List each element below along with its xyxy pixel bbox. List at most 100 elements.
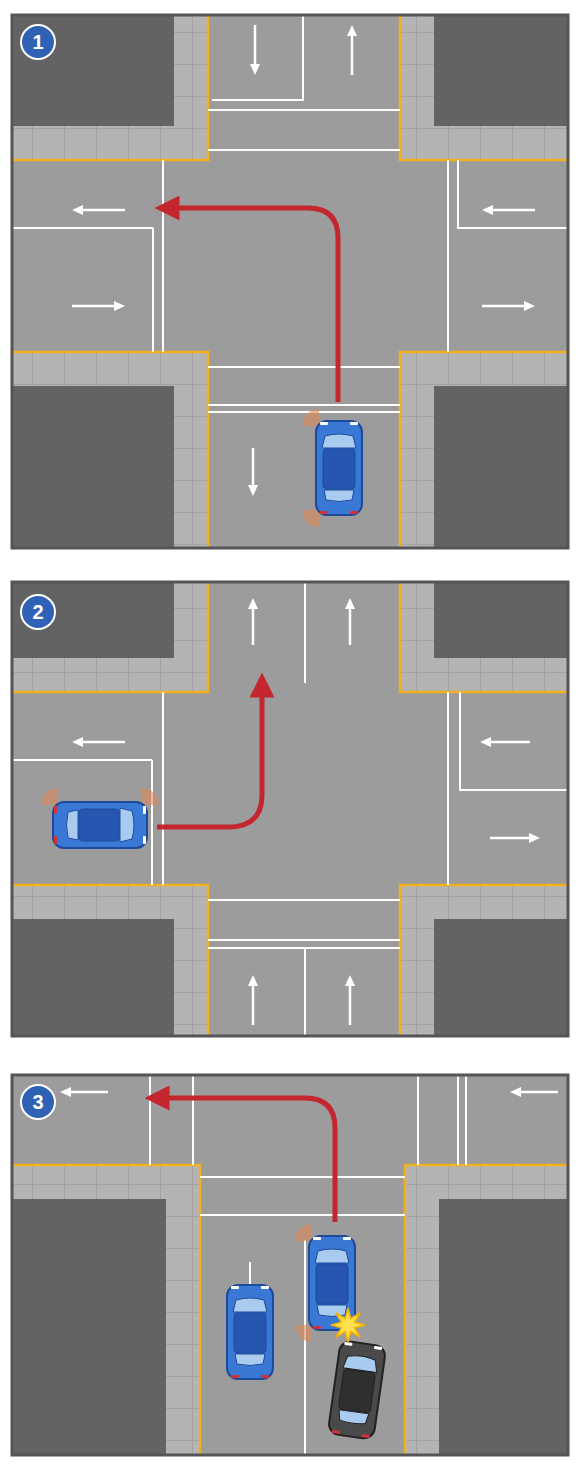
car-taillight (320, 511, 328, 514)
car-taillight (54, 836, 57, 844)
callout-badge (21, 1085, 55, 1119)
car-body (227, 1285, 273, 1379)
car-roof (338, 1369, 375, 1413)
car-headlight (343, 1237, 351, 1240)
sensor-arc (41, 788, 58, 805)
lane-arrow-shaft (83, 209, 125, 212)
car-headlight (313, 1237, 321, 1240)
lane-marking (465, 1075, 467, 1165)
sidewalk (12, 658, 568, 919)
sensor-arc (295, 1224, 312, 1241)
lane-arrow-head (250, 64, 260, 75)
sensor-arc (295, 1325, 312, 1342)
lane-arrow-shaft (71, 1091, 108, 1094)
car-taillight (313, 1326, 321, 1329)
car-body (328, 1340, 387, 1439)
callout-badge (21, 25, 55, 59)
car-rear-window (337, 1410, 368, 1426)
lane-arrow-head (345, 598, 355, 609)
blue-car (302, 409, 362, 527)
curb-line (400, 582, 568, 692)
car-roof (79, 809, 119, 841)
car-headlight (344, 1342, 352, 1346)
callout-number: 3 (21, 1085, 55, 1119)
intersection-panel (12, 582, 568, 1036)
sidewalk (12, 126, 568, 386)
collision-star (331, 1308, 365, 1342)
car-headlight (143, 806, 146, 814)
lane-marking (447, 160, 449, 352)
car-roof (234, 1313, 266, 1353)
lane-arrow-head (482, 205, 493, 215)
lane-marking (458, 160, 568, 228)
lane-arrow-shaft (493, 209, 535, 212)
lane-arrow-head (345, 975, 355, 986)
route-arrow (162, 1098, 335, 1222)
car-roof (323, 449, 355, 489)
lane-arrow-head (72, 737, 83, 747)
lane-arrow-shaft (482, 305, 524, 308)
car-headlight (374, 1346, 382, 1350)
car-taillight (350, 511, 358, 514)
car-taillight (332, 1430, 340, 1434)
lane-marking (304, 948, 306, 1036)
lane-marking (152, 228, 154, 352)
lane-marking (460, 692, 568, 790)
lane-arrow-shaft (72, 305, 114, 308)
curb-line (405, 1165, 568, 1455)
blue-car (227, 1285, 273, 1379)
lane-arrow-head (510, 1087, 521, 1097)
city-block (12, 1075, 568, 1455)
dark-car (328, 1340, 387, 1439)
city-block (12, 582, 568, 1036)
car-taillight (54, 806, 57, 814)
lane-marking (200, 1176, 405, 1178)
curb-line (12, 15, 208, 160)
lane-arrow-head (248, 598, 258, 609)
lane-marking (208, 149, 400, 151)
sensor-arc (302, 409, 319, 426)
lane-marking (12, 759, 152, 761)
lane-marking (304, 1240, 306, 1455)
lane-arrow-shaft (491, 741, 530, 744)
route-arrow (172, 208, 338, 402)
lane-marking (304, 582, 306, 683)
lane-marking (208, 899, 400, 901)
route-arrow (157, 690, 262, 827)
lane-arrow-shaft (252, 986, 255, 1025)
car-windshield (233, 1298, 267, 1312)
lane-marking (457, 1075, 459, 1165)
car-rear-window (67, 810, 79, 840)
car-headlight (320, 422, 328, 425)
car-windshield (120, 808, 134, 842)
lane-arrow-head (248, 975, 258, 986)
lane-marking (447, 692, 449, 885)
lane-marking (12, 227, 153, 229)
lane-arrow-head (248, 485, 258, 496)
lane-arrow-shaft (83, 741, 125, 744)
car-taillight (261, 1375, 269, 1378)
intersection-panel (12, 1075, 568, 1455)
lane-arrow-shaft (349, 986, 352, 1025)
callout-badge (21, 595, 55, 629)
lane-arrow-shaft (252, 609, 255, 645)
callout-number: 1 (21, 25, 55, 59)
road (12, 1075, 568, 1165)
blue-car (41, 788, 159, 848)
car-taillight (231, 1375, 239, 1378)
lane-arrow-shaft (349, 609, 352, 645)
curb-line (400, 885, 568, 1036)
intersection-panel (12, 15, 568, 548)
car-windshield (322, 434, 356, 448)
car-windshield (315, 1249, 349, 1263)
curb-line (400, 352, 568, 548)
lane-marking (212, 15, 303, 100)
lane-marking (149, 1075, 151, 1165)
lane-arrow-shaft (254, 25, 257, 64)
car-headlight (261, 1286, 269, 1289)
car-roof (316, 1264, 348, 1304)
lane-marking (162, 692, 164, 885)
lane-arrow-head (60, 1087, 71, 1097)
lane-arrow-head (114, 301, 125, 311)
